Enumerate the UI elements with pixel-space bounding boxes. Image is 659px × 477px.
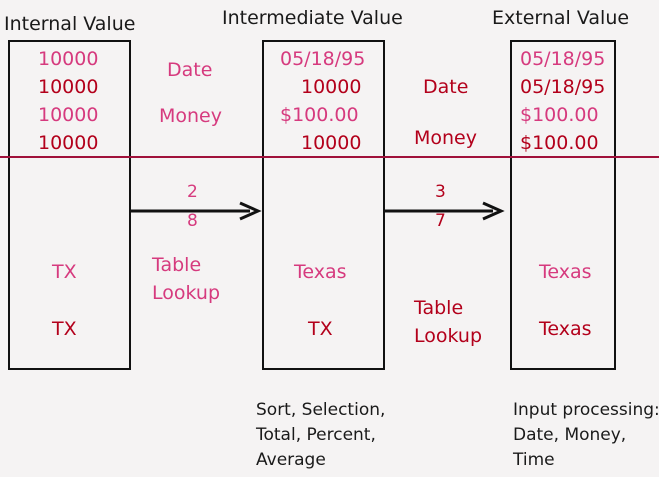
intermediate-state-2: TX	[308, 318, 333, 340]
right-arrow-bottom-label: 7	[435, 211, 446, 231]
divider-line	[0, 156, 659, 158]
internal-value-2: 10000	[38, 76, 99, 98]
external-value-3: $100.00	[520, 104, 599, 126]
intermediate-note-line-3: Average	[256, 450, 326, 470]
right-arrow-top-label: 3	[435, 182, 446, 202]
right-date-label: Date	[423, 76, 469, 98]
internal-value-4: 10000	[38, 132, 99, 154]
intermediate-note-line-1: Sort, Selection,	[256, 400, 386, 420]
external-note-line-3: Time	[513, 450, 555, 470]
external-value-4: $100.00	[520, 132, 599, 154]
left-money-label: Money	[159, 105, 222, 127]
external-value-box	[510, 40, 616, 370]
intermediate-state-1: Texas	[294, 261, 347, 283]
internal-value-box	[8, 40, 131, 370]
left-lookup-label: Lookup	[152, 282, 221, 304]
internal-value-title: Internal Value	[4, 13, 136, 35]
intermediate-value-1: 05/18/95	[280, 48, 366, 70]
intermediate-value-title: Intermediate Value	[222, 7, 403, 29]
internal-state-2: TX	[52, 318, 77, 340]
intermediate-notes: Sort, Selection, Total, Percent, Average	[256, 398, 385, 473]
right-lookup-label: Lookup	[414, 325, 483, 347]
left-arrow	[130, 201, 262, 221]
intermediate-value-2: 10000	[301, 76, 362, 98]
external-note-line-2: Date, Money,	[513, 425, 627, 445]
external-value-1: 05/18/95	[520, 48, 606, 70]
external-state-1: Texas	[539, 261, 592, 283]
external-notes: Input processing: Date, Money, Time	[513, 398, 659, 473]
external-note-line-1: Input processing:	[513, 400, 659, 420]
left-date-label: Date	[167, 59, 213, 81]
external-state-2: Texas	[539, 318, 592, 340]
internal-value-3: 10000	[38, 104, 99, 126]
left-table-label: Table	[152, 254, 202, 276]
intermediate-value-box	[262, 40, 385, 370]
right-table-label: Table	[414, 297, 464, 319]
right-money-label: Money	[414, 127, 477, 149]
right-arrow	[385, 201, 505, 221]
left-arrow-top-label: 2	[187, 182, 198, 202]
left-arrow-bottom-label: 8	[187, 211, 198, 231]
intermediate-note-line-2: Total, Percent,	[256, 425, 376, 445]
external-value-title: External Value	[492, 7, 630, 29]
external-value-2: 05/18/95	[520, 76, 606, 98]
intermediate-value-4: 10000	[301, 132, 362, 154]
intermediate-value-3: $100.00	[280, 104, 359, 126]
internal-state-1: TX	[52, 261, 77, 283]
internal-value-1: 10000	[38, 48, 99, 70]
